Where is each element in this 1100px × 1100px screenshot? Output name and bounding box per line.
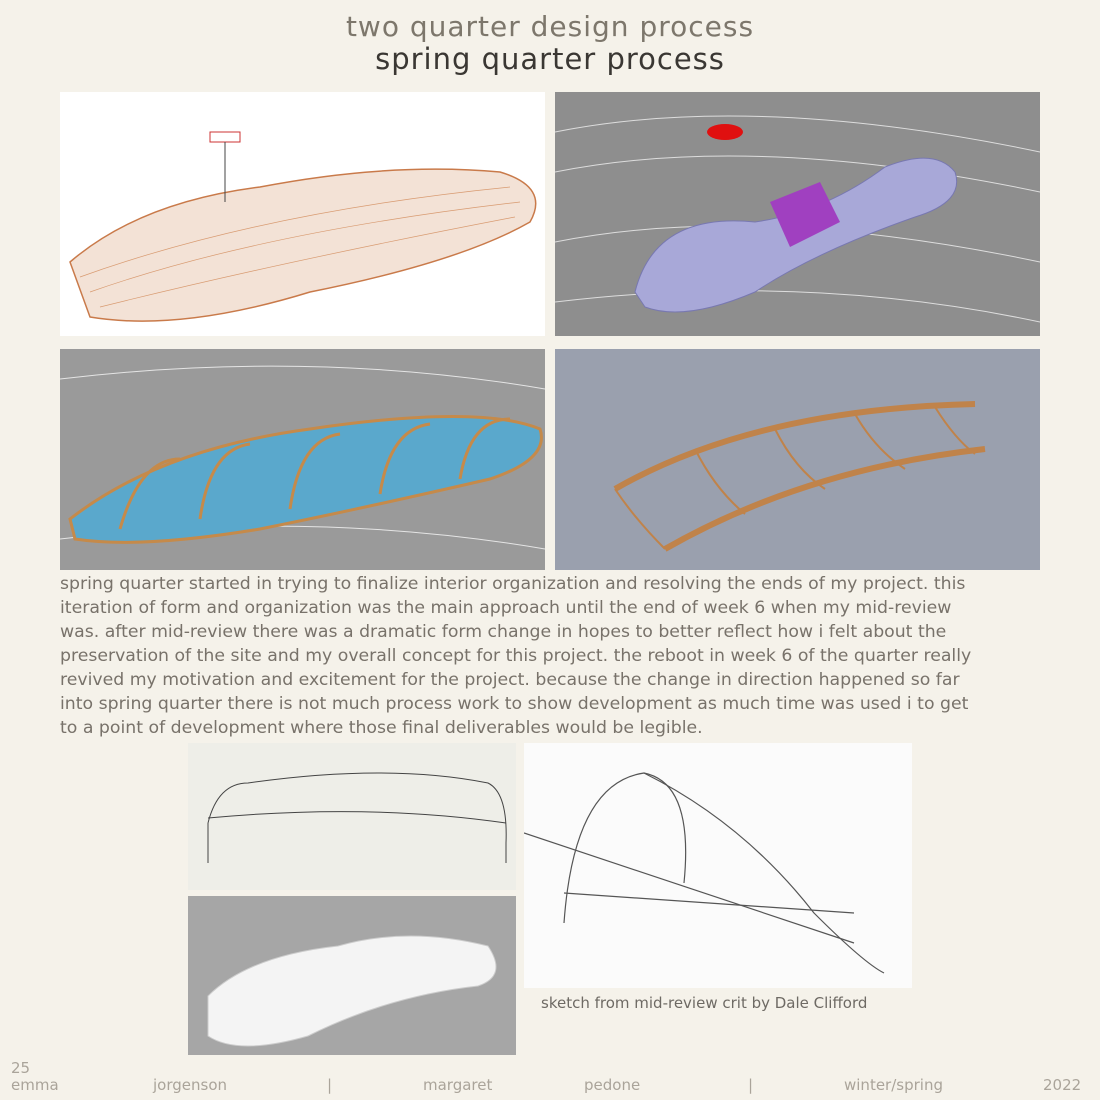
footer-last-name-2: pedone bbox=[584, 1076, 641, 1094]
paragraph-line: into spring quarter there is not much pr… bbox=[60, 694, 969, 714]
sketch-image bbox=[524, 743, 912, 988]
footer-first-name-2: margaret bbox=[423, 1076, 493, 1094]
page-number: 25 bbox=[11, 1059, 31, 1077]
line-drawing-image bbox=[188, 743, 516, 890]
footer-separator: | bbox=[748, 1076, 754, 1094]
footer-first-name: emma bbox=[11, 1076, 59, 1094]
structure-render-image bbox=[60, 349, 545, 570]
sketch-caption: sketch from mid-review crit by Dale Clif… bbox=[541, 994, 868, 1012]
paragraph-line: revived my motivation and excitement for… bbox=[60, 670, 960, 690]
paragraph-line: to a point of development where those fi… bbox=[60, 718, 703, 738]
footer-last-name: jorgenson bbox=[153, 1076, 228, 1094]
site-render-image bbox=[555, 92, 1040, 336]
footer-year: 2022 bbox=[1043, 1076, 1082, 1094]
rib-structure-image bbox=[555, 349, 1040, 570]
paragraph-line: was. after mid-review there was a dramat… bbox=[60, 622, 947, 642]
paragraph-line: iteration of form and organization was t… bbox=[60, 598, 952, 618]
page-subtitle: spring quarter process bbox=[375, 42, 725, 76]
footer-term: winter/spring bbox=[844, 1076, 943, 1094]
description-paragraph: spring quarter started in trying to fina… bbox=[60, 572, 1050, 740]
footer-separator: | bbox=[327, 1076, 333, 1094]
paragraph-line: spring quarter started in trying to fina… bbox=[60, 574, 966, 594]
wireframe-model-image bbox=[60, 92, 545, 336]
page-title: two quarter design process bbox=[345, 10, 755, 43]
paragraph-line: preservation of the site and my overall … bbox=[60, 646, 972, 666]
white-form-render-image bbox=[188, 896, 516, 1055]
